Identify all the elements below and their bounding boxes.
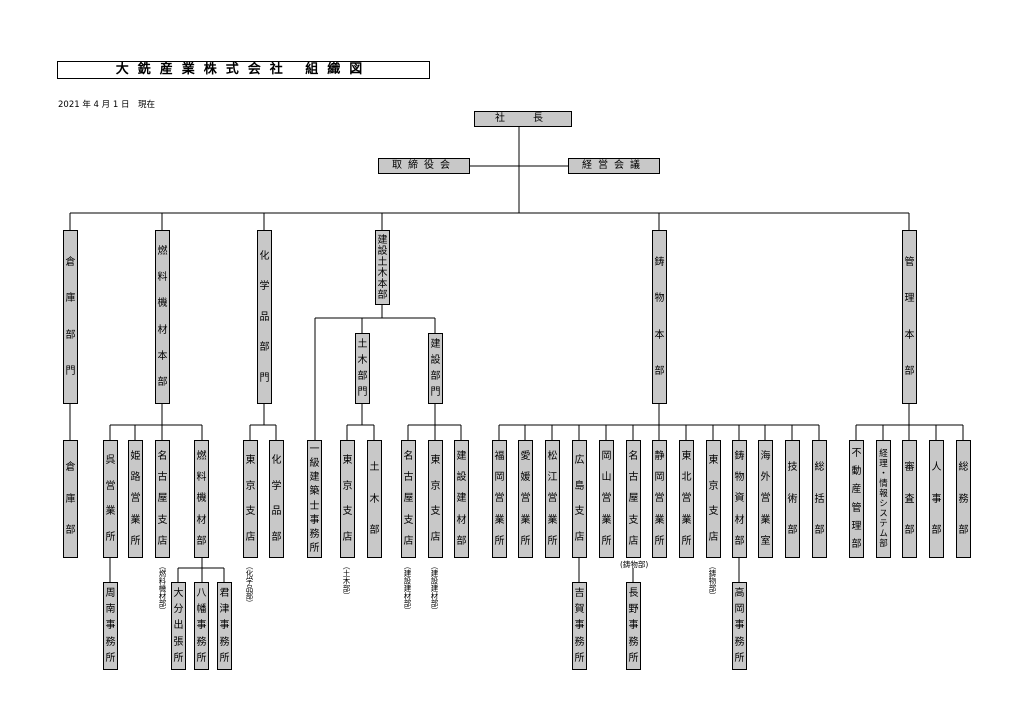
branch-note: （燃料機材部）: [158, 562, 167, 615]
board-box: 取締役会: [378, 158, 470, 174]
chart-title: 大銑産業株式会社 組織図: [57, 61, 430, 79]
department-box: 審査部: [902, 440, 917, 558]
department-box: 東京支店: [706, 440, 721, 558]
branch-note: (鋳物部): [620, 560, 649, 569]
office-box: 吉賀事務所: [572, 582, 587, 670]
department-box: 東京支店: [428, 440, 443, 558]
branch-note: （建設建材部）: [403, 562, 412, 615]
department-box: 静岡営業所: [652, 440, 667, 558]
department-box: 愛媛営業所: [518, 440, 533, 558]
department-box: 東京支店: [243, 440, 258, 558]
office-box: 君津事務所: [217, 582, 232, 670]
management-council-box: 経営会議: [568, 158, 660, 174]
as-of-date: 2021 年 4 月 1 日 現在: [58, 100, 155, 110]
division-box: 建設土木本部: [375, 230, 390, 305]
department-box: 岡山営業所: [599, 440, 614, 558]
office-box: 長野事務所: [626, 582, 641, 670]
office-box: 大分出張所: [171, 582, 186, 670]
president-box: 社長: [474, 111, 572, 127]
department-box: 総務部: [956, 440, 971, 558]
department-box: 鋳物資材部: [732, 440, 747, 558]
department-box: 名古屋支店: [626, 440, 641, 558]
department-box: 総括部: [812, 440, 827, 558]
division-box: 燃料機材本部: [155, 230, 170, 404]
department-box: 経理・情報システム部: [876, 440, 891, 558]
department-box: 東京支店: [340, 440, 355, 558]
department-box: 松江営業所: [545, 440, 560, 558]
department-box: 呉営業所: [103, 440, 118, 558]
department-box: 東北営業所: [679, 440, 694, 558]
department-box: 倉庫部: [63, 440, 78, 558]
office-box: 高岡事務所: [732, 582, 747, 670]
sub-division-box: 土木部門: [355, 333, 370, 404]
branch-note: （土木部）: [342, 562, 351, 600]
sub-division-box: 建設部門: [428, 333, 443, 404]
branch-note: （鋳物部）: [708, 562, 717, 600]
department-box: 土木部: [367, 440, 382, 558]
department-box: 燃料機材部: [194, 440, 209, 558]
department-box: 姫路営業所: [128, 440, 143, 558]
department-box: 人事部: [929, 440, 944, 558]
department-box: 不動産管理部: [849, 440, 864, 558]
division-box: 鋳物本部: [652, 230, 667, 404]
office-box: 周南事務所: [103, 582, 118, 670]
division-box: 化学品部門: [257, 230, 272, 404]
branch-note: （化学品部）: [245, 562, 254, 607]
office-box: 八幡事務所: [194, 582, 209, 670]
department-box: 技術部: [785, 440, 800, 558]
department-box: 建設建材部: [454, 440, 469, 558]
department-box: 福岡営業所: [492, 440, 507, 558]
department-box: 海外営業室: [758, 440, 773, 558]
department-box: 化学品部: [269, 440, 284, 558]
division-box: 倉庫部門: [63, 230, 78, 404]
department-box: 名古屋支店: [155, 440, 170, 558]
branch-note: （建設建材部）: [430, 562, 439, 615]
department-box: 広島支店: [572, 440, 587, 558]
department-box: 一級建築士事務所: [307, 440, 322, 558]
division-box: 管理本部: [902, 230, 917, 404]
department-box: 名古屋支店: [401, 440, 416, 558]
